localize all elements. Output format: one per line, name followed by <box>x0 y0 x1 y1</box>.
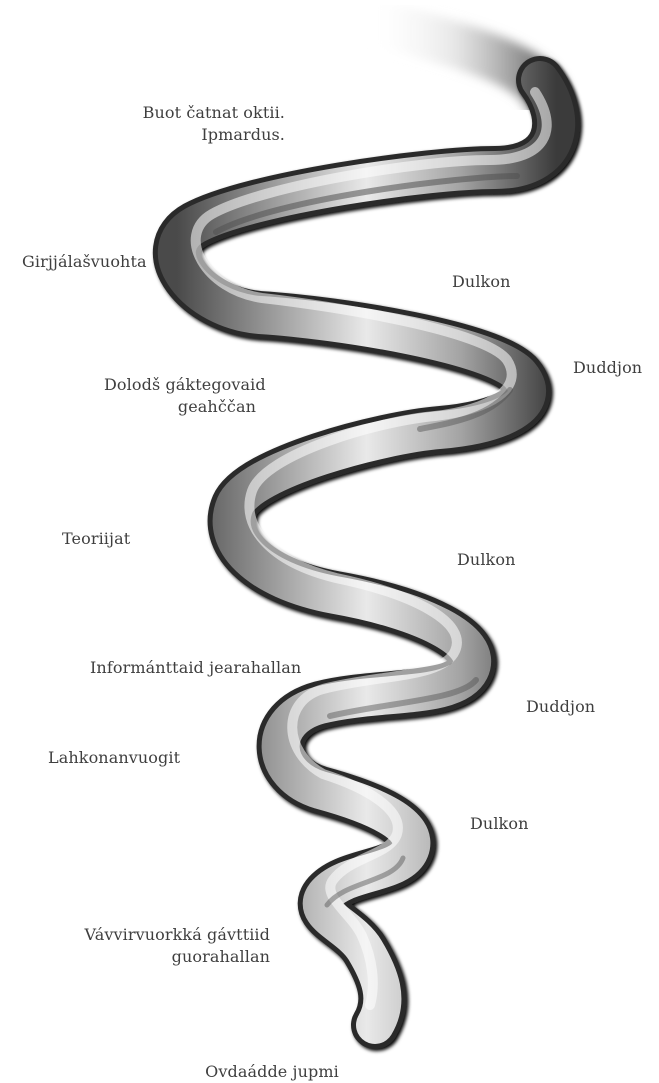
label-ovdaadde-jupmi: Ovdaádde jupmi <box>192 1061 352 1083</box>
label-vavvirvuorkka-line1: Vávvirvuorkká gávttiid <box>64 924 270 946</box>
label-lahkonanvuogit: Lahkonanvuogit <box>48 747 180 769</box>
label-dolods-line2: geahččan <box>104 396 256 418</box>
label-informanttaid: Informánttaid jearahallan <box>90 657 301 679</box>
label-girjjalasvuohta: Girjjálašvuohta <box>22 251 147 273</box>
label-duddjon-2: Duddjon <box>526 696 595 718</box>
label-vavvirvuorkka: Vávvirvuorkká gávttiid guorahallan <box>64 924 270 968</box>
label-dulkon-2: Dulkon <box>457 549 515 571</box>
label-buot-catnat-line2: Ipmardus. <box>120 124 285 146</box>
label-buot-catnat: Buot čatnat oktii. Ipmardus. <box>120 102 285 146</box>
label-dolods: Dolodš gáktegovaid geahččan <box>104 374 256 418</box>
label-dulkon-1: Dulkon <box>452 271 510 293</box>
label-dolods-line1: Dolodš gáktegovaid <box>104 374 256 396</box>
label-dulkon-3: Dulkon <box>470 813 528 835</box>
label-vavvirvuorkka-line2: guorahallan <box>64 946 270 968</box>
label-teoriijat: Teoriijat <box>62 528 130 550</box>
label-duddjon-1: Duddjon <box>573 357 642 379</box>
label-buot-catnat-line1: Buot čatnat oktii. <box>120 102 285 124</box>
